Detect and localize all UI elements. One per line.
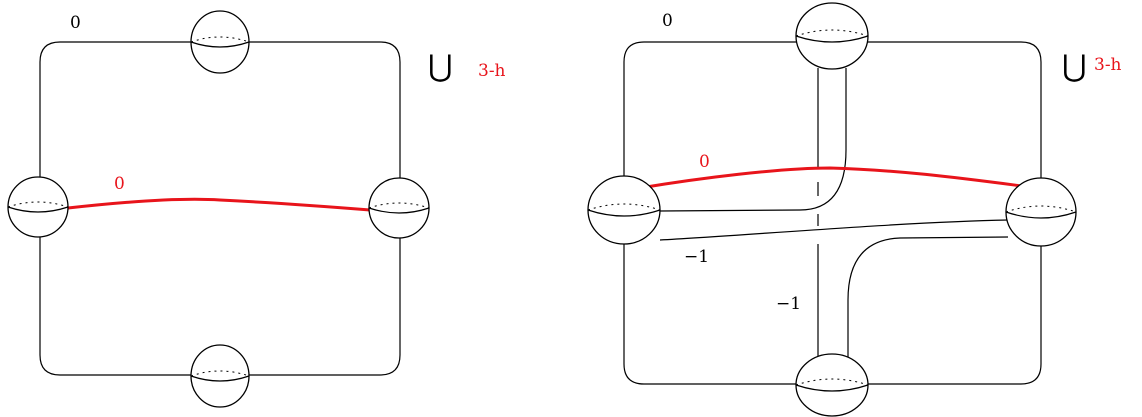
right-vertical-band-framing-label: −1 (776, 294, 801, 314)
right-attaching-curve (639, 166, 1023, 190)
right-vertical-band-right-strand-lower (847, 236, 1009, 362)
right-sphere-right (1005, 177, 1077, 247)
right-three-handle-label: 3-h (1094, 55, 1122, 75)
left-union-symbol: ⋃ (428, 49, 453, 84)
left-sphere-bottom (190, 344, 250, 408)
right-sphere-top (795, 2, 869, 70)
right-vertical-band-right-strand-upper (659, 68, 847, 212)
left-diagram: 0 0 ⋃ 3-h (7, 10, 506, 408)
right-horizontal-band-framing-label: −1 (684, 247, 709, 267)
right-sphere-left (587, 175, 661, 245)
right-diagram: 0 0 −1 −1 ⋃ 3-h (587, 2, 1122, 417)
left-curve-framing-label: 0 (114, 174, 125, 194)
right-curve-framing-label: 0 (699, 152, 710, 172)
right-outer-frame (623, 41, 1042, 385)
left-attaching-curve (67, 197, 371, 212)
left-sphere-top (190, 10, 250, 74)
right-horizontal-band-lower-strand (659, 219, 1009, 241)
left-sphere-right (368, 177, 430, 239)
right-union-symbol: ⋃ (1062, 49, 1087, 84)
left-sphere-left (7, 176, 69, 238)
right-top-framing-label: 0 (662, 11, 673, 31)
left-three-handle-label: 3-h (478, 61, 506, 81)
right-sphere-bottom (795, 353, 869, 417)
left-top-framing-label: 0 (70, 13, 81, 33)
